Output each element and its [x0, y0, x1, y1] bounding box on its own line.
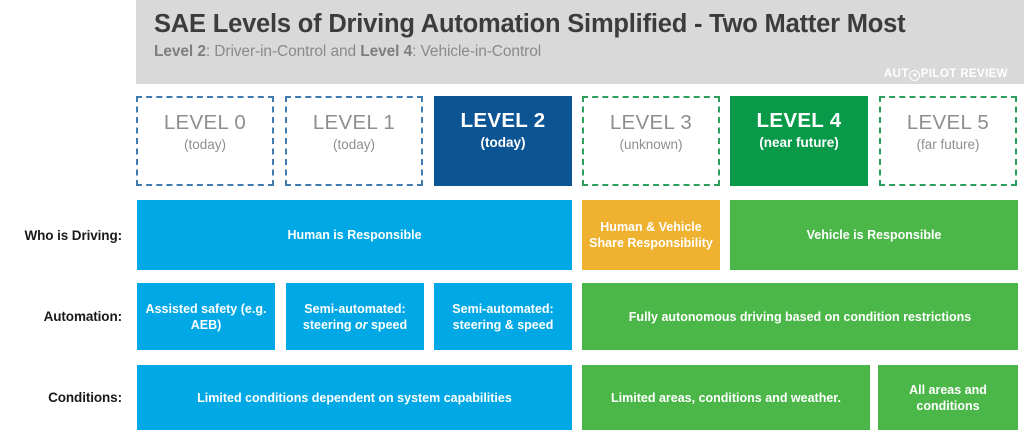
page-title: SAE Levels of Driving Automation Simplif… [154, 10, 906, 38]
row-label-automation: Automation: [43, 309, 122, 324]
header-band: SAE Levels of Driving Automation Simplif… [136, 0, 1024, 84]
row-conditions: Conditions: Limited conditions dependent… [0, 365, 1024, 430]
cell-conditions-all-areas: All areas and conditions [878, 365, 1018, 430]
steering-wheel-icon [909, 69, 921, 81]
cell-automation-assisted: Assisted safety (e.g. AEB) [137, 283, 275, 350]
subtitle-level2-bold: Level 2 [154, 43, 206, 61]
page-subtitle: Level 2: Driver-in-Control and Level 4: … [154, 43, 1024, 61]
row-label-who-is-driving: Who is Driving: [24, 228, 123, 243]
level-title: LEVEL 2 [460, 109, 546, 132]
level-subtitle: (today) [183, 136, 227, 152]
level-title: LEVEL 4 [756, 109, 842, 132]
level-subtitle: (today) [480, 134, 526, 150]
semi-label: Semi-automated: [304, 301, 406, 316]
level-box-4[interactable]: LEVEL 4 (near future) [730, 96, 868, 186]
cell-automation-semi-or: Semi-automated: steering or speed [286, 283, 424, 350]
level-subtitle: (far future) [916, 136, 980, 152]
semi-or-italic: or [355, 317, 368, 332]
cell-conditions-limited-areas: Limited areas, conditions and weather. [582, 365, 870, 430]
level-title: LEVEL 0 [163, 111, 247, 134]
level-boxes-row: LEVEL 0 (today) LEVEL 1 (today) LEVEL 2 … [136, 96, 1018, 186]
subtitle-text-2: : Vehicle-in-Control [412, 43, 542, 61]
cell-automation-semi-and: Semi-automated: steering & speed [434, 283, 572, 350]
level-subtitle: (near future) [759, 134, 839, 150]
level-box-3[interactable]: LEVEL 3 (unknown) [582, 96, 720, 186]
cell-driving-human: Human is Responsible [137, 200, 572, 270]
subtitle-text-1: : Driver-in-Control and [205, 43, 361, 61]
watermark-prefix: AUT [883, 68, 909, 80]
semi-steering: steering [302, 317, 352, 332]
level-subtitle: (today) [332, 136, 376, 152]
cell-conditions-limited-system: Limited conditions dependent on system c… [137, 365, 572, 430]
level-title: LEVEL 1 [312, 111, 396, 134]
row-label-conditions: Conditions: [48, 390, 122, 405]
level-box-5[interactable]: LEVEL 5 (far future) [879, 96, 1017, 186]
level-box-0[interactable]: LEVEL 0 (today) [136, 96, 274, 186]
watermark-autopilot-review: AUT PILOT REVIEW [883, 68, 1008, 81]
level-box-2[interactable]: LEVEL 2 (today) [434, 96, 572, 186]
cell-automation-fully-autonomous: Fully autonomous driving based on condit… [582, 283, 1018, 350]
row-automation: Automation: Assisted safety (e.g. AEB) S… [0, 283, 1024, 350]
subtitle-level4-bold: Level 4 [360, 43, 413, 61]
semi-speed: speed [370, 317, 408, 332]
level-subtitle: (unknown) [619, 136, 683, 152]
level-box-1[interactable]: LEVEL 1 (today) [285, 96, 423, 186]
row-who-is-driving: Who is Driving: Human is Responsible Hum… [0, 200, 1024, 270]
watermark-suffix: PILOT REVIEW [920, 68, 1008, 80]
cell-driving-shared: Human & Vehicle Share Responsibility [582, 200, 720, 270]
level-title: LEVEL 5 [906, 111, 990, 134]
level-title: LEVEL 3 [609, 111, 693, 134]
cell-driving-vehicle: Vehicle is Responsible [730, 200, 1018, 270]
